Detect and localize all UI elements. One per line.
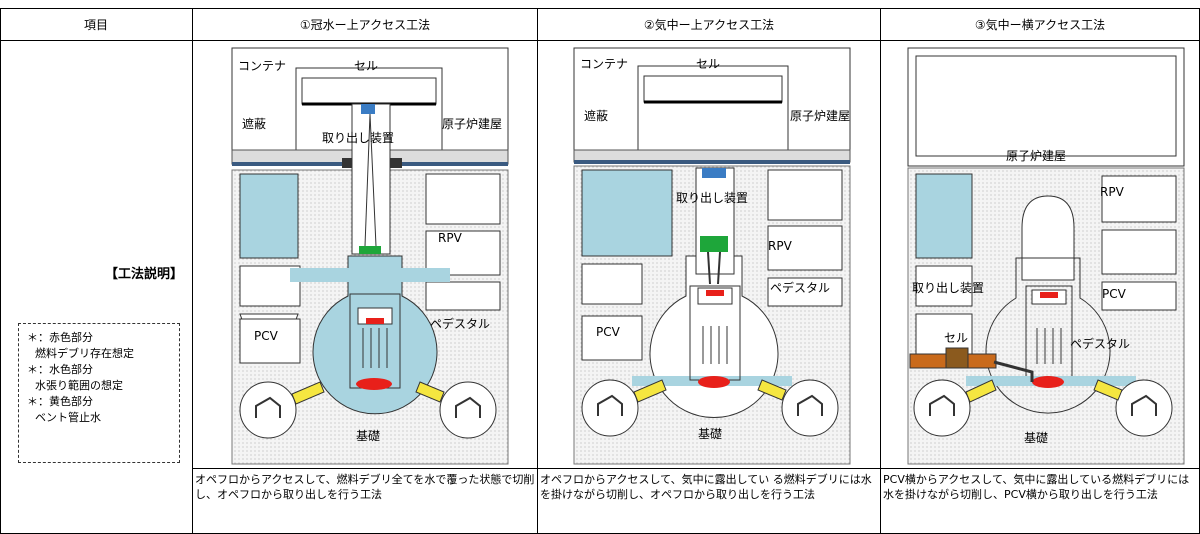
extraction-device (695, 167, 735, 275)
label-shield: 遮蔽 (584, 108, 608, 123)
vent-seal-right (415, 381, 445, 403)
vent-seal-right (1093, 379, 1123, 401)
diagram-3: 原子炉建屋 RPV 取り出し装置 PCV セル ペデスタル 基礎 (907, 47, 1185, 465)
label-pcv: PCV (254, 329, 279, 343)
label-rpv: RPV (438, 231, 463, 245)
fuel-debris (698, 376, 730, 388)
header-method-2: ②気中ー上アクセス工法 (643, 17, 775, 32)
suppression-chamber-left (913, 379, 971, 437)
legend-box: ＊：赤色部分 燃料デブリ存在想定 ＊：水色部分 水張り範囲の想定 ＊：黄色部分 … (18, 323, 180, 463)
legend-red-text: 燃料デブリ存在想定 (35, 347, 134, 360)
label-device: 取り出し装置 (322, 131, 394, 145)
label-pcv: PCV (1102, 287, 1127, 301)
header-method-1: ①冠水ー上アクセス工法 (299, 17, 431, 32)
fuel-pool (239, 173, 299, 259)
legend-blue-title: ＊：水色部分 (27, 363, 93, 376)
description-1: オペフロからアクセスして、燃料デブリ全てを水で覆った状態で切削し、オペフロから取… (195, 473, 535, 501)
vent-seal-right (757, 379, 787, 401)
vent-seal-left (291, 381, 325, 405)
label-reactor-bldg: 原子炉建屋 (790, 109, 850, 123)
fuel-debris (356, 378, 392, 390)
diagram-1: コンテナ セル 遮蔽 取り出し装置 原子炉建屋 RPV ペデスタル PCV 基礎 (231, 47, 509, 465)
label-cell: セル (354, 59, 378, 73)
description-2: オペフロからアクセスして、気中に露出してい る燃料デブリには水を掛けながら切削し… (540, 473, 872, 501)
label-foundation: 基礎 (356, 429, 380, 443)
suppression-chamber-right (781, 379, 839, 437)
legend-red-title: ＊：赤色部分 (27, 331, 93, 344)
side-arm (993, 360, 1034, 382)
label-container: コンテナ (238, 59, 286, 73)
pcv-vessel (312, 255, 438, 415)
description-3: PCV横からアクセスして、気中に露出している燃料デブリには水を掛けながら切削し、… (883, 473, 1190, 501)
header-method-3: ③気中ー横アクセス工法 (974, 17, 1106, 32)
label-foundation: 基礎 (698, 427, 722, 441)
label-device: 取り出し装置 (912, 281, 984, 295)
vent-seal-left (633, 379, 667, 403)
label-pcv: PCV (596, 325, 621, 339)
rpv-vessel (1021, 195, 1075, 281)
label-pedestal: ペデスタル (1070, 336, 1130, 351)
pcv-vessel (985, 257, 1111, 414)
label-container: コンテナ (580, 57, 628, 71)
header-item: 項目 (83, 17, 108, 32)
diagram-2: コンテナ セル 遮蔽 原子炉建屋 取り出し装置 RPV ペデスタル PCV 基礎 (573, 47, 851, 465)
vent-seal-left (965, 379, 997, 403)
label-cell: セル (944, 331, 968, 345)
label-rpv: RPV (768, 239, 793, 253)
fuel-debris (1032, 376, 1064, 388)
row-label: 【工法説明】 (105, 267, 184, 282)
label-foundation: 基礎 (1024, 431, 1048, 445)
label-rpv: RPV (1100, 185, 1125, 199)
label-reactor-bldg: 原子炉建屋 (1006, 149, 1066, 163)
label-reactor-bldg: 原子炉建屋 (442, 117, 502, 131)
label-shield: 遮蔽 (242, 116, 266, 131)
suppression-chamber-left (239, 381, 297, 439)
label-pedestal: ペデスタル (770, 280, 830, 295)
legend-yellow-text: ベント管止水 (35, 411, 101, 424)
label-pedestal: ペデスタル (430, 316, 490, 331)
suppression-chamber-left (581, 379, 639, 437)
legend-blue-text: 水張り範囲の想定 (35, 379, 123, 392)
suppression-chamber-right (439, 381, 497, 439)
label-cell: セル (696, 57, 720, 71)
legend-yellow-title: ＊：黄色部分 (27, 395, 93, 408)
suppression-chamber-right (1115, 379, 1173, 437)
fuel-pool (915, 173, 973, 259)
label-device: 取り出し装置 (676, 191, 748, 205)
fuel-pool (581, 169, 673, 257)
